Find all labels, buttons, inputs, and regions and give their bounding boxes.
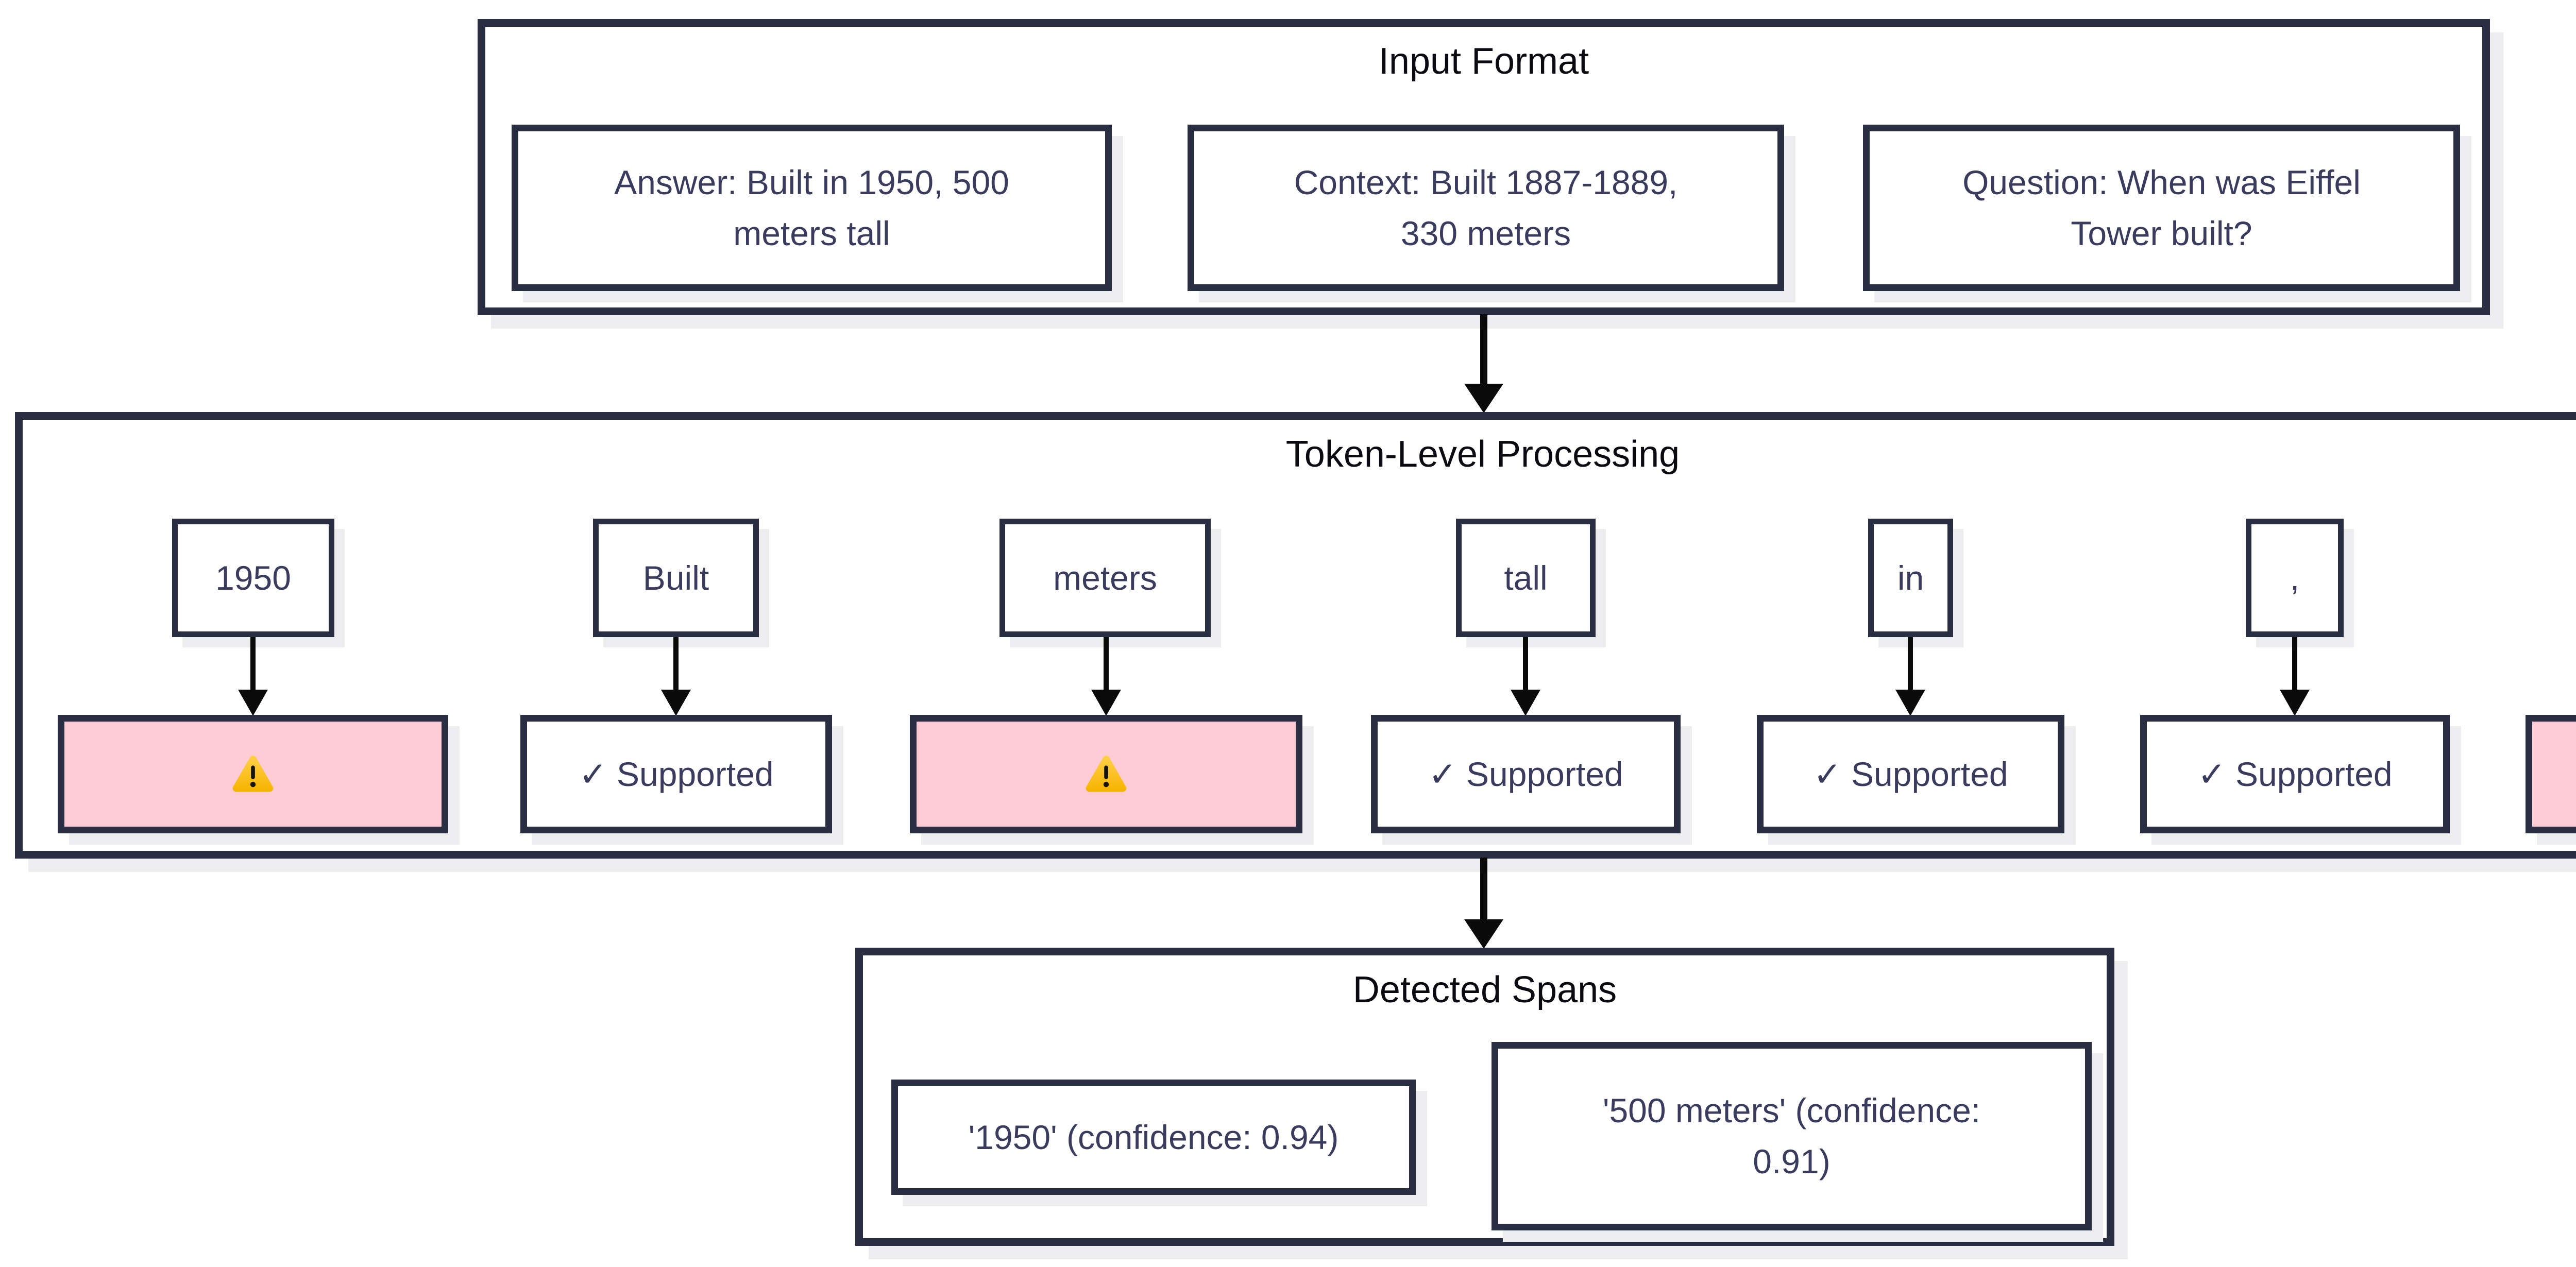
token-arrowhead (1511, 690, 1540, 716)
span-text: '500 meters' (confidence: 0.91) (1602, 1091, 1981, 1180)
token-box-comma: , (2246, 519, 2344, 637)
token-text: Built (642, 559, 709, 597)
context-text: Context: Built 1887-1889, 330 meters (1294, 163, 1678, 252)
token-text: meters (1053, 559, 1157, 597)
token-arrowhead (661, 690, 691, 716)
token-box-meters: meters (999, 519, 1211, 637)
status-box-1950-warning (58, 715, 448, 833)
answer-text: Answer: Built in 1950, 500 meters tall (614, 163, 1009, 252)
token-text: 1950 (215, 559, 291, 597)
detected-spans-section: Detected Spans '1950' (confidence: 0.94)… (855, 948, 2114, 1246)
token-text: in (1897, 559, 1924, 597)
token-arrow (673, 637, 679, 690)
token-processing-section: Token-Level Processing 1950 Built ✓ Supp… (15, 412, 2576, 859)
supported-label: ✓ Supported (1428, 755, 1623, 793)
token-arrow (2292, 637, 2297, 690)
status-box-in-supported: ✓ Supported (1757, 715, 2064, 833)
token-arrow (1908, 637, 1913, 690)
flow-arrow-input-to-tokens (1480, 314, 1487, 384)
token-text: , (2290, 559, 2300, 597)
token-box-tall: tall (1456, 519, 1596, 637)
token-box-1950: 1950 (172, 519, 334, 637)
token-arrowhead (1895, 690, 1925, 716)
span-box-1950: '1950' (confidence: 0.94) (891, 1080, 1416, 1195)
status-box-tall-supported: ✓ Supported (1371, 715, 1681, 833)
context-box: Context: Built 1887-1889, 330 meters (1188, 125, 1784, 291)
token-text: tall (1504, 559, 1548, 597)
question-box: Question: When was Eiffel Tower built? (1863, 125, 2460, 291)
token-arrow (250, 637, 256, 690)
flow-arrow-tokens-to-spans (1480, 858, 1487, 919)
supported-label: ✓ Supported (579, 755, 774, 793)
input-format-title: Input Format (1378, 41, 1589, 82)
status-box-500-warning (2526, 715, 2576, 833)
token-arrowhead (1091, 690, 1121, 716)
detected-spans-title: Detected Spans (1352, 969, 1617, 1011)
warning-icon (232, 755, 274, 792)
warning-icon (1086, 755, 1127, 792)
token-arrowhead (238, 690, 268, 716)
question-text: Question: When was Eiffel Tower built? (1962, 163, 2361, 252)
status-box-built-supported: ✓ Supported (520, 715, 832, 833)
status-box-comma-supported: ✓ Supported (2140, 715, 2450, 833)
token-processing-title: Token-Level Processing (1285, 434, 1680, 475)
input-format-section: Input Format Answer: Built in 1950, 500 … (478, 19, 2490, 315)
span-text: '1950' (confidence: 0.94) (968, 1118, 1339, 1156)
supported-label: ✓ Supported (2197, 755, 2393, 793)
flow-arrowhead-input-to-tokens (1464, 384, 1503, 413)
token-box-built: Built (593, 519, 759, 637)
token-box-in: in (1868, 519, 1953, 637)
status-box-meters-warning (910, 715, 1302, 833)
supported-label: ✓ Supported (1813, 755, 2008, 793)
token-arrowhead (2280, 690, 2310, 716)
flow-arrowhead-tokens-to-spans (1464, 919, 1503, 949)
token-arrow (1104, 637, 1109, 690)
span-box-500-meters: '500 meters' (confidence: 0.91) (1492, 1042, 2092, 1230)
token-arrow (1523, 637, 1528, 690)
answer-box: Answer: Built in 1950, 500 meters tall (512, 125, 1112, 291)
